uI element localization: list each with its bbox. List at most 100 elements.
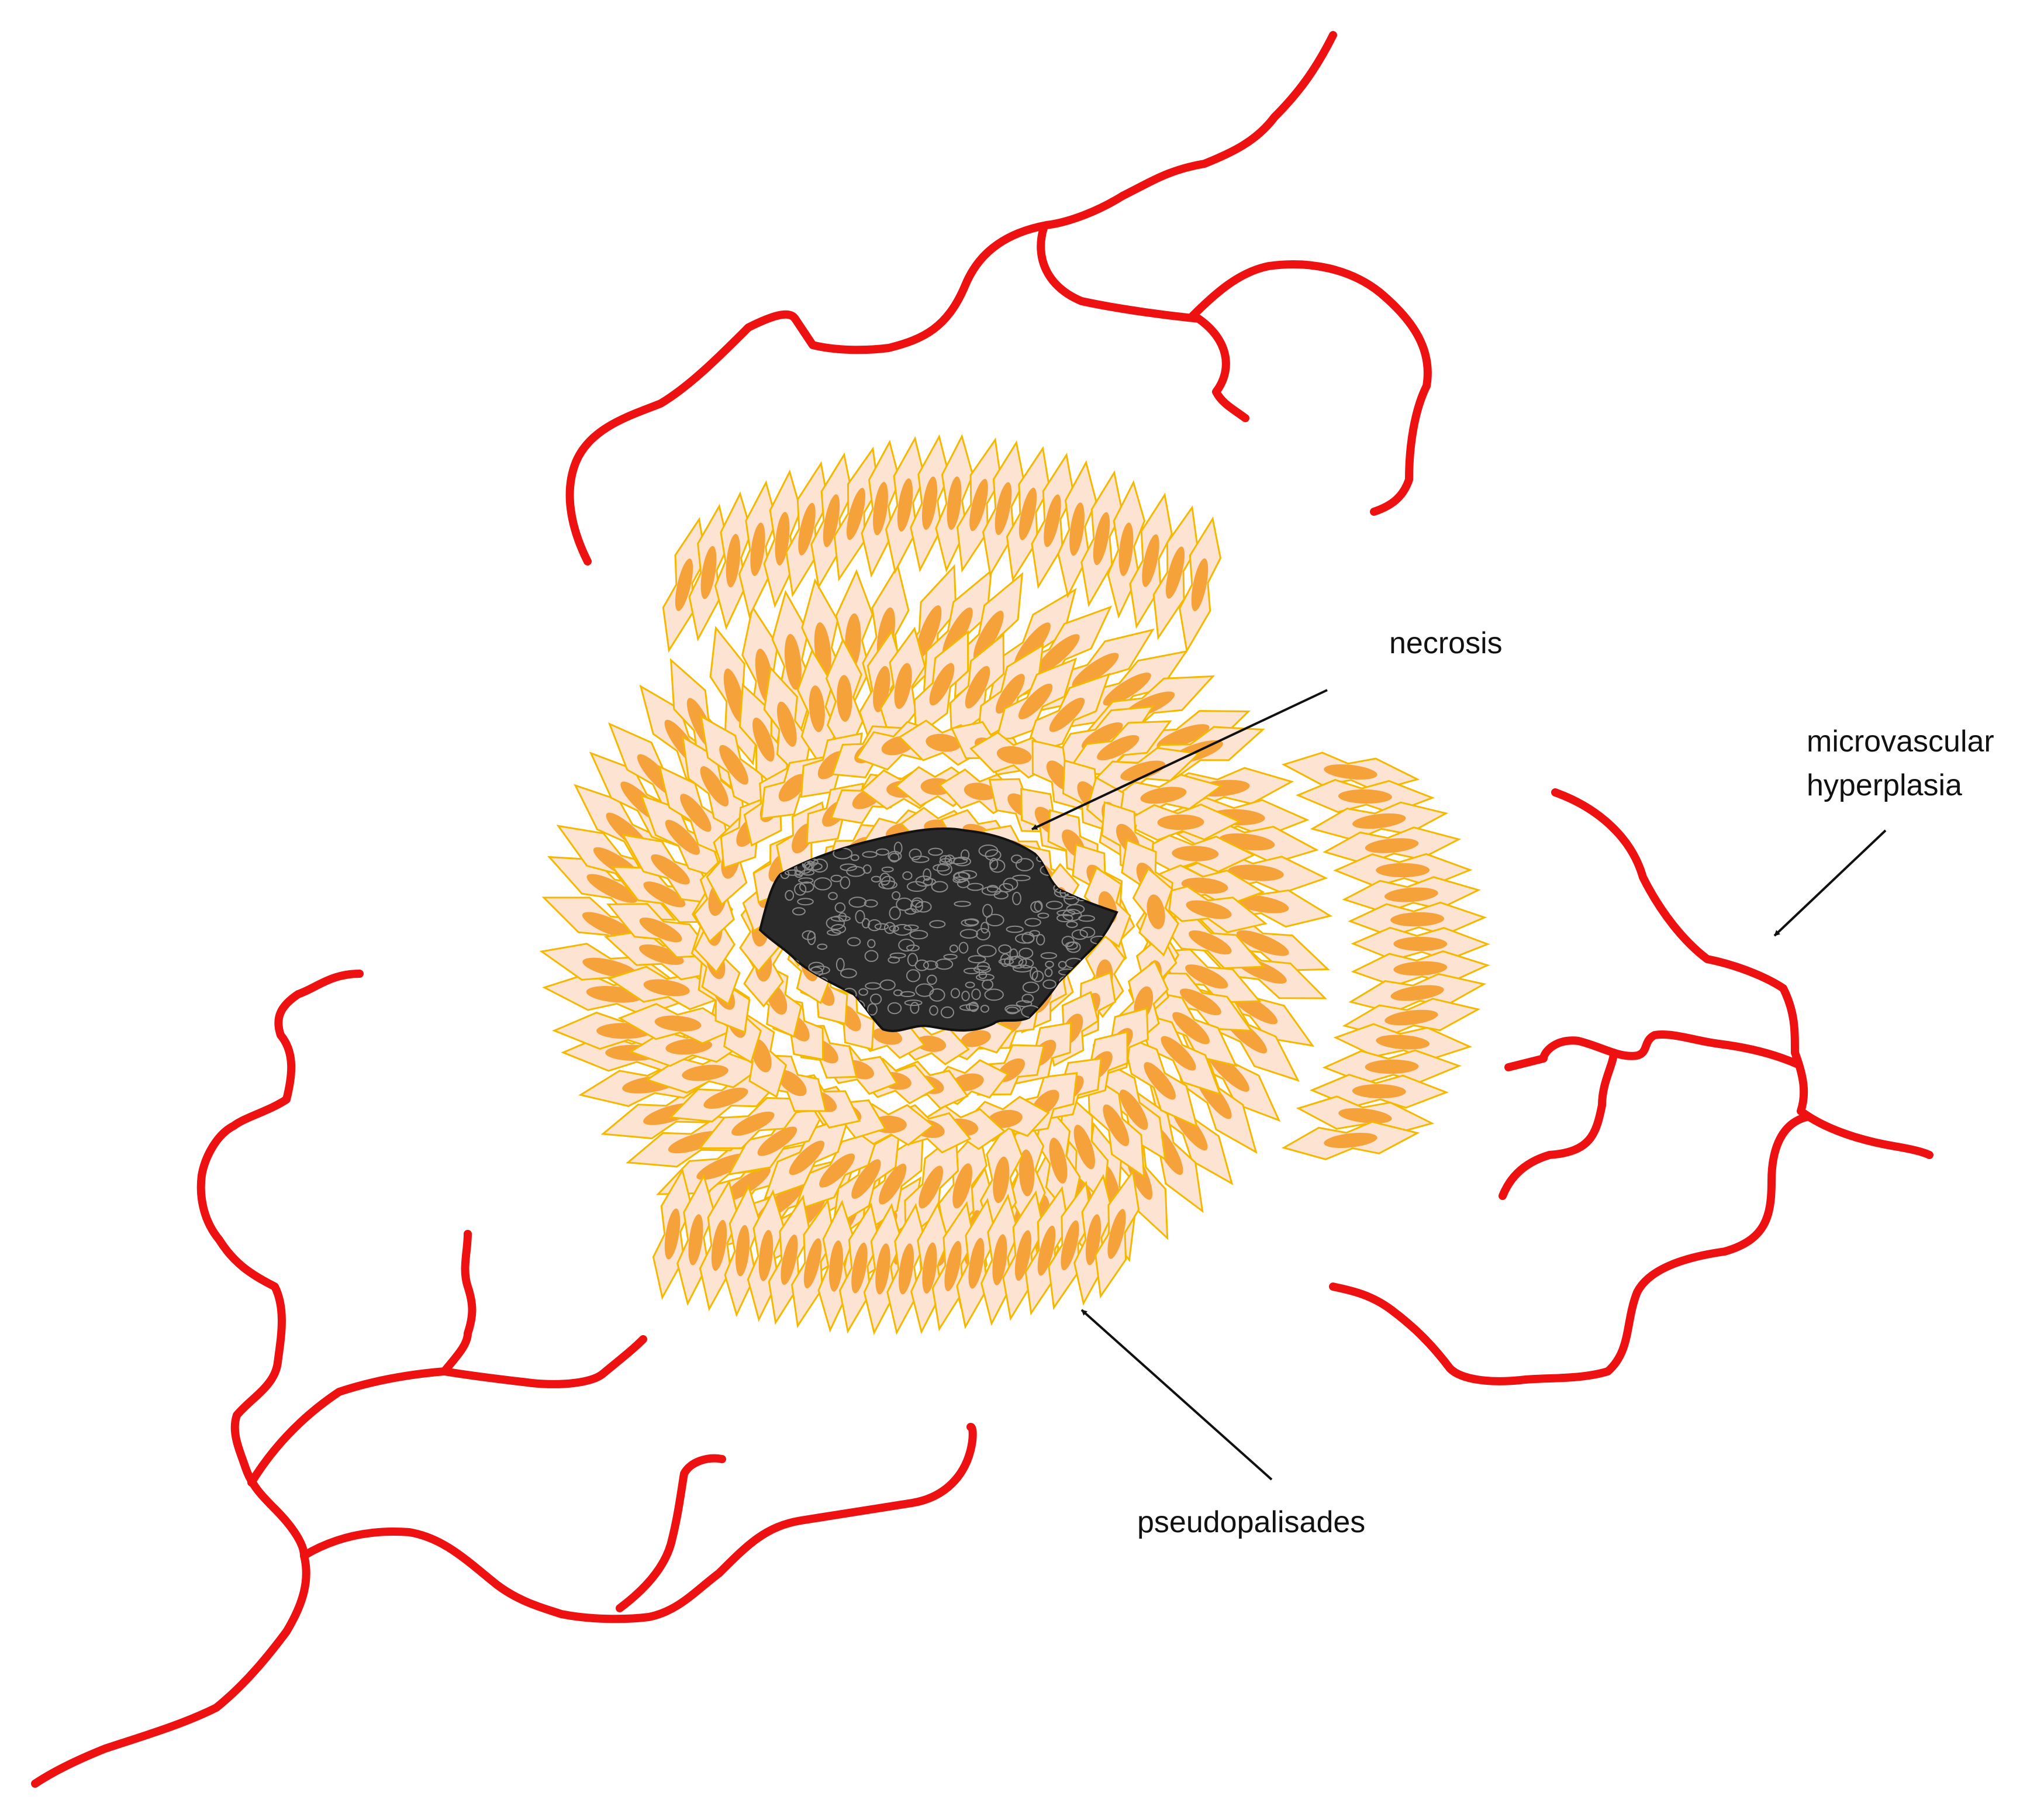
cell-nucleus bbox=[828, 1240, 844, 1292]
necrotic-fragment bbox=[1006, 925, 1024, 933]
vessel-left-branch-b bbox=[440, 1335, 647, 1388]
necrotic-fragment bbox=[1056, 913, 1073, 923]
cell-nucleus bbox=[1140, 787, 1187, 804]
cell-nucleus bbox=[803, 1238, 822, 1289]
necrotic-fragment bbox=[1079, 926, 1096, 938]
necrotic-fragment bbox=[978, 971, 988, 980]
cell-nucleus bbox=[1236, 930, 1289, 956]
necrotic-fragment bbox=[865, 982, 881, 990]
cell-nucleus bbox=[682, 1064, 728, 1081]
vessel-left bbox=[31, 970, 364, 1788]
cell-nucleus bbox=[1161, 1036, 1196, 1071]
necrotic-fragment bbox=[864, 899, 878, 908]
cell bbox=[1103, 774, 1224, 818]
necrotic-fragment bbox=[931, 881, 948, 893]
necrotic-fragment bbox=[902, 871, 913, 880]
cell-nucleus bbox=[961, 1030, 991, 1047]
necrotic-fragment bbox=[910, 899, 923, 913]
cell-nucleus bbox=[968, 1237, 985, 1289]
necrotic-fragment bbox=[881, 866, 894, 873]
cell-nucleus bbox=[776, 701, 797, 747]
cell-nucleus bbox=[1156, 724, 1210, 750]
cell-nucleus bbox=[1072, 653, 1119, 688]
necrotic-fragment bbox=[840, 876, 851, 889]
cell-nucleus bbox=[1376, 1035, 1430, 1050]
cell-nucleus bbox=[1352, 1084, 1406, 1099]
cell-nucleus bbox=[1147, 894, 1165, 929]
cell-nucleus bbox=[731, 1111, 775, 1136]
vessel-right-loop bbox=[1329, 1113, 1811, 1385]
necrotic-fragment bbox=[968, 955, 986, 964]
cell-nucleus bbox=[1093, 512, 1110, 566]
cell-nucleus bbox=[1189, 930, 1232, 955]
necrotic-fragment bbox=[1012, 874, 1031, 881]
necrotic-fragment bbox=[810, 966, 830, 975]
necrotic-fragment bbox=[898, 939, 915, 952]
vessel-right-branch-a bbox=[1504, 1030, 1802, 1071]
cell-nucleus bbox=[723, 1167, 771, 1202]
necrotic-fragment bbox=[848, 897, 867, 908]
necrotic-fragment bbox=[792, 907, 806, 916]
necrotic-fragment bbox=[807, 931, 816, 946]
cell-nucleus bbox=[823, 494, 840, 547]
cell-nucleus bbox=[781, 1235, 798, 1285]
cell-nucleus bbox=[1185, 964, 1228, 989]
necrotic-fragment bbox=[989, 857, 999, 870]
cell-nucleus bbox=[1384, 1009, 1438, 1026]
cell-nucleus bbox=[1324, 764, 1377, 780]
cell-nucleus bbox=[784, 634, 802, 690]
cell-nucleus bbox=[916, 605, 942, 658]
cell-nucleus bbox=[1018, 487, 1037, 540]
necrotic-fragment bbox=[826, 916, 845, 930]
cell-nucleus bbox=[952, 1163, 972, 1209]
necrotic-fragment bbox=[840, 863, 857, 871]
cell-nucleus bbox=[965, 666, 990, 709]
necrotic-fragment bbox=[867, 919, 882, 932]
cell-nucleus bbox=[969, 478, 988, 532]
necrotic-fragment bbox=[980, 922, 989, 934]
cell bbox=[913, 630, 969, 739]
necrotic-fragment bbox=[1018, 947, 1034, 959]
cell-nucleus bbox=[1352, 813, 1406, 829]
necrotic-fragment bbox=[999, 883, 1014, 892]
necrotic-fragment bbox=[889, 853, 900, 863]
cell-nucleus bbox=[798, 502, 816, 556]
cell-nucleus bbox=[996, 674, 1025, 714]
necrotic-fragment bbox=[939, 858, 952, 866]
vessel-bottom bbox=[300, 1423, 977, 1623]
cell-nucleus bbox=[1324, 1132, 1377, 1149]
necrotic-fragment bbox=[871, 875, 882, 883]
necrotic-fragment bbox=[923, 960, 938, 970]
cell-nucleus bbox=[947, 476, 962, 530]
cell-nucleus bbox=[879, 1163, 907, 1205]
necrotic-fragment bbox=[998, 944, 1011, 954]
necrotic-fragment bbox=[1045, 901, 1064, 910]
necrotic-fragment bbox=[1030, 966, 1038, 981]
necrotic-fragment bbox=[961, 849, 970, 861]
necrotic-fragment bbox=[904, 999, 923, 1006]
cell-nucleus bbox=[1338, 1108, 1392, 1124]
cell-nucleus bbox=[777, 1070, 807, 1097]
cell-nucleus bbox=[1061, 1220, 1079, 1271]
cell-nucleus bbox=[1172, 846, 1219, 861]
cell-nucleus bbox=[735, 1225, 750, 1277]
cell-nucleus bbox=[1018, 1149, 1035, 1197]
necrotic-fragment bbox=[893, 842, 903, 855]
labels: necrosis microvascular hyperplasia pseud… bbox=[1137, 626, 1994, 1539]
cell-nucleus bbox=[993, 1156, 1010, 1204]
cell-nucleus bbox=[1157, 814, 1204, 830]
cell bbox=[1351, 926, 1490, 961]
cell bbox=[935, 434, 974, 573]
necrotic-fragment bbox=[850, 854, 859, 861]
cell-nucleus bbox=[1384, 887, 1438, 902]
necrotic-fragment bbox=[1071, 929, 1088, 940]
necrotic-fragment bbox=[864, 950, 879, 962]
cell-nucleus bbox=[1376, 863, 1430, 878]
necrotic-fragment bbox=[1013, 964, 1033, 973]
microvessels bbox=[31, 31, 1933, 1788]
cell-nucleus bbox=[851, 1242, 868, 1294]
cell-nucleus bbox=[897, 478, 913, 532]
necrotic-fragment bbox=[954, 872, 971, 881]
cell bbox=[1023, 673, 1111, 757]
